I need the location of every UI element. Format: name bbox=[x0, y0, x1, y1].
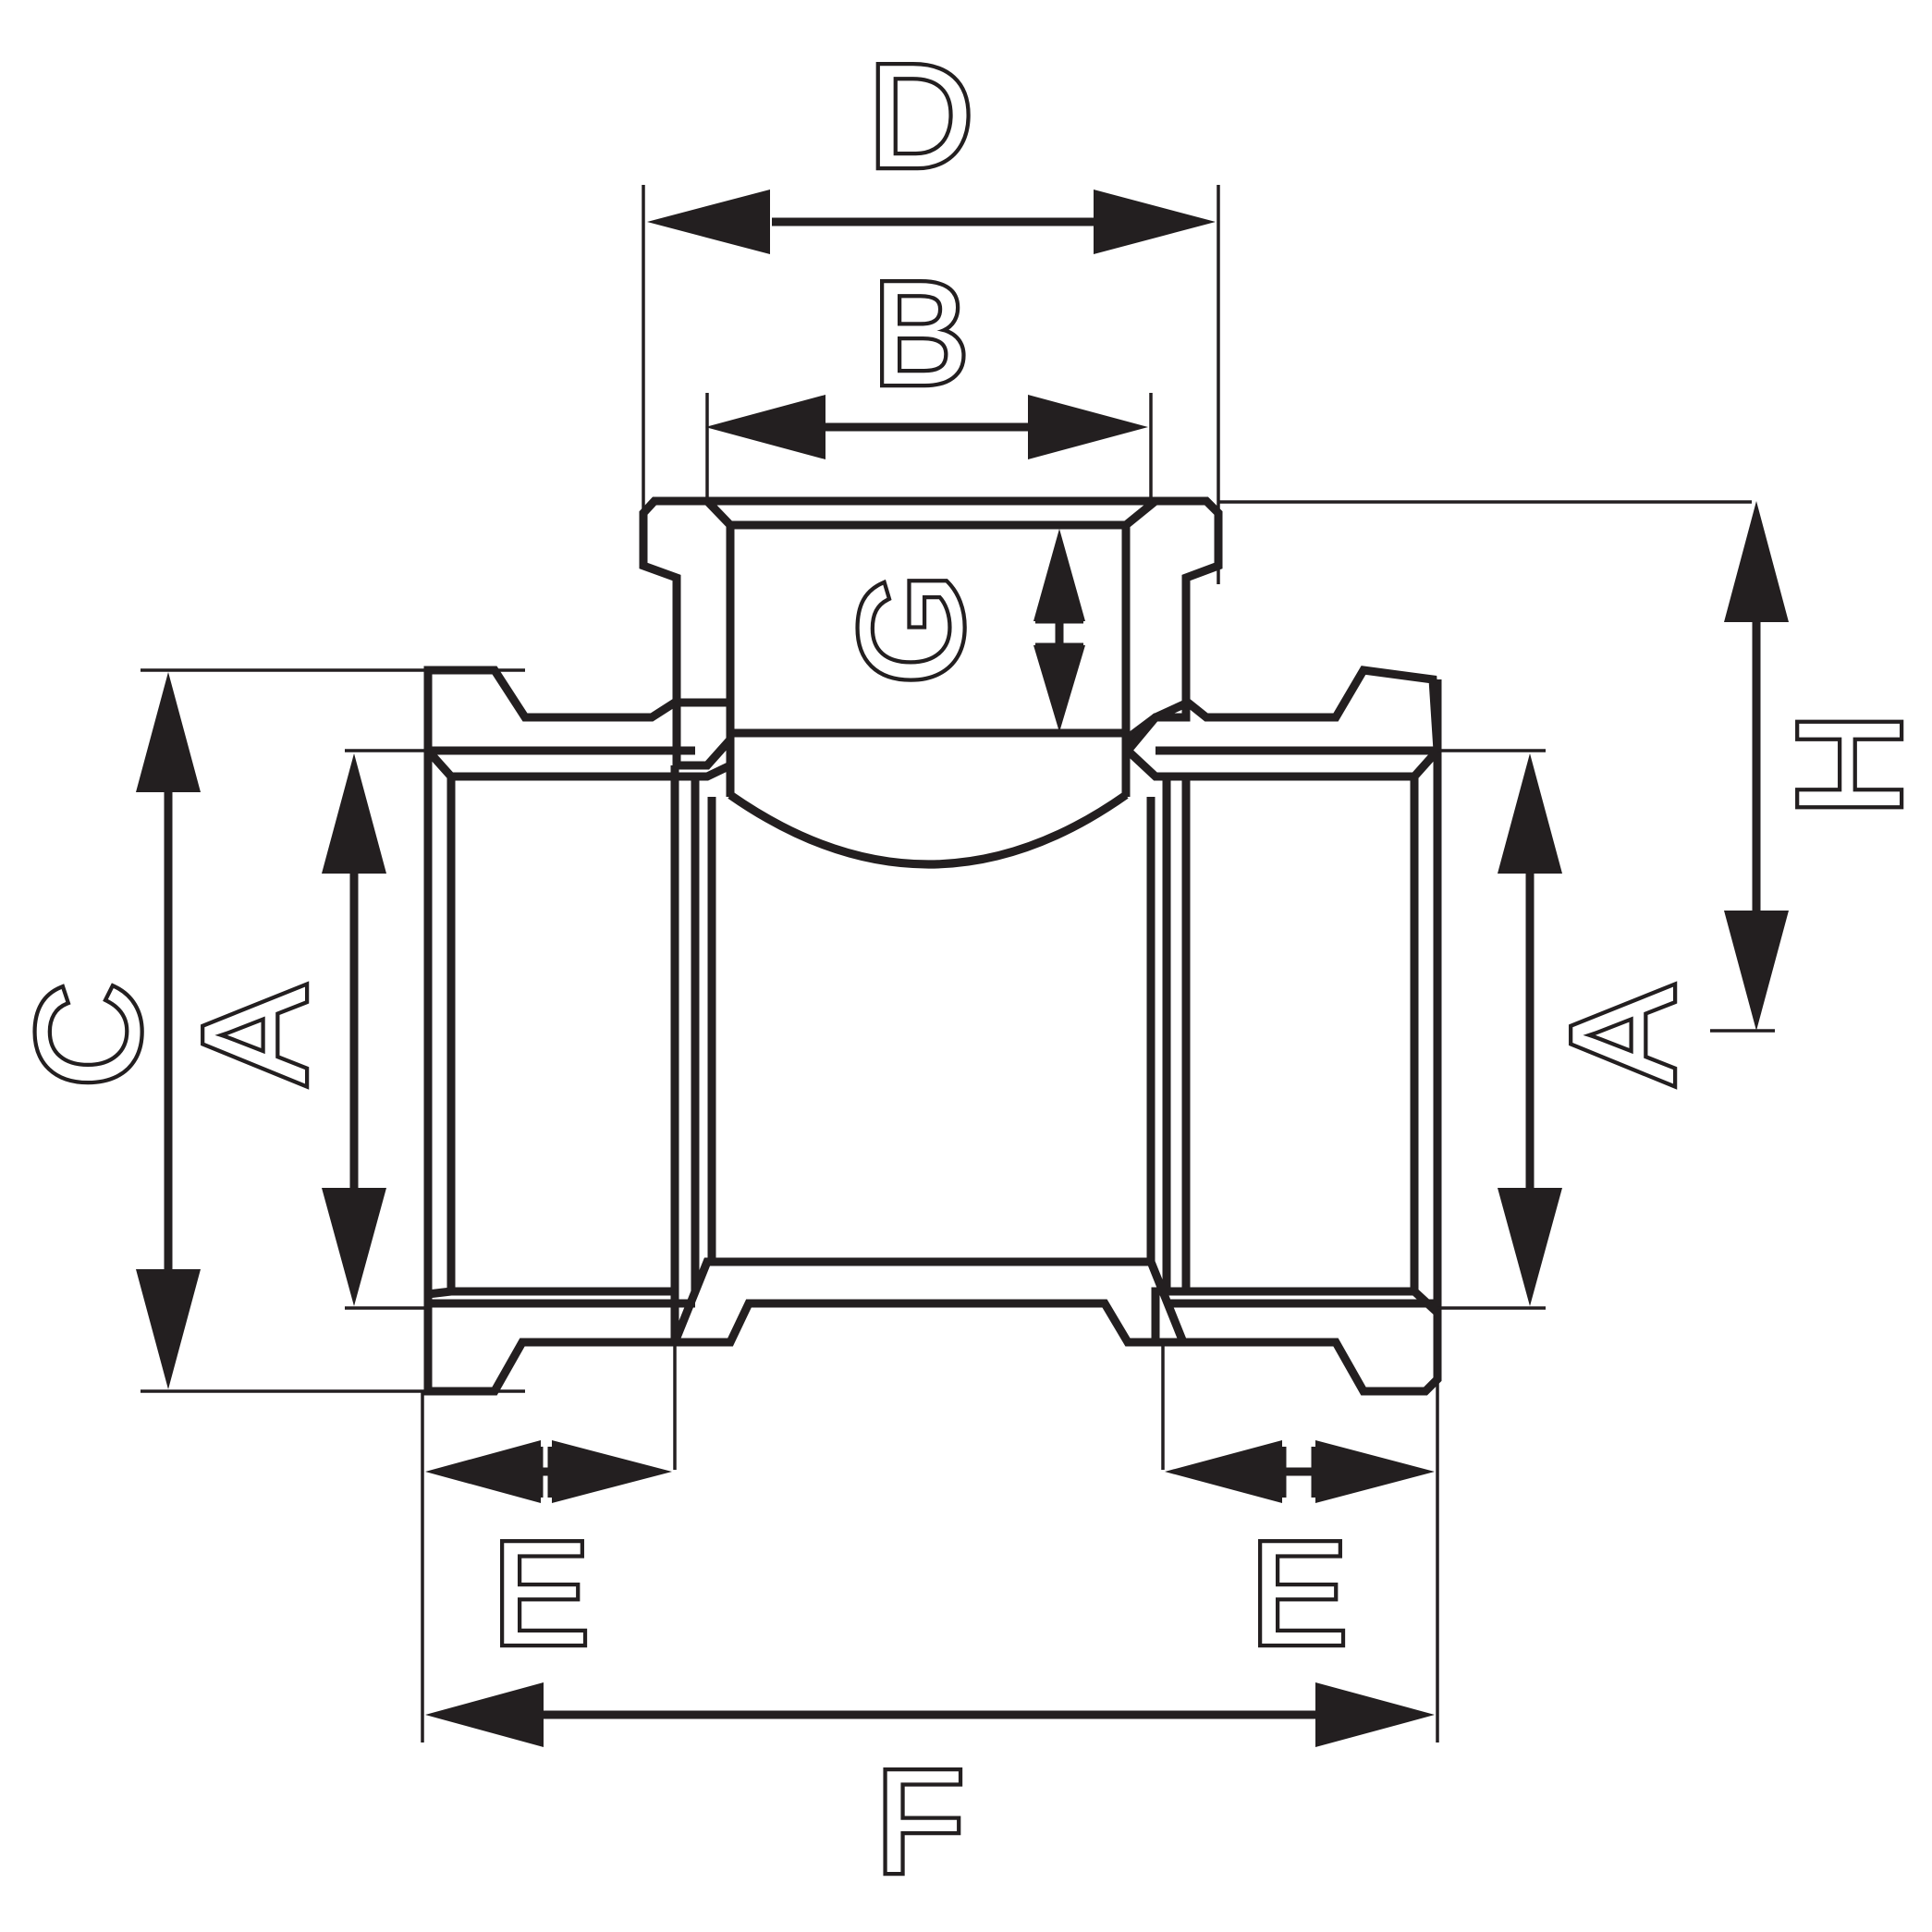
top-right-wall-section bbox=[1121, 496, 1223, 748]
arrow-e-left-right bbox=[552, 1440, 672, 1503]
arrow-b-left bbox=[705, 395, 825, 459]
arrow-e-right-left bbox=[1165, 1440, 1282, 1503]
label-h: H bbox=[1768, 712, 1931, 817]
bottom-wall-section bbox=[668, 1257, 1190, 1347]
bore-intersection-curve bbox=[728, 791, 1129, 869]
fitting-body bbox=[423, 496, 1442, 1396]
top-left-wall-section bbox=[639, 496, 735, 770]
arrow-e-left-left bbox=[425, 1440, 541, 1503]
arrow-a-left-down bbox=[322, 1188, 386, 1306]
extension-lines bbox=[141, 185, 1775, 1742]
left-upper-wall-section bbox=[423, 666, 735, 781]
right-upper-wall-section bbox=[1121, 666, 1442, 781]
dimension-e-right bbox=[1165, 1440, 1435, 1503]
arrow-d-left bbox=[647, 190, 770, 254]
dimension-g bbox=[1033, 529, 1085, 732]
arrow-f-left bbox=[425, 1682, 544, 1747]
arrow-a-right-down bbox=[1498, 1188, 1562, 1306]
dimension-labels: D B G H C A A E E F bbox=[4, 31, 1932, 1908]
dimension-e-left bbox=[425, 1440, 672, 1503]
arrow-g-down bbox=[1033, 645, 1085, 732]
label-d: D bbox=[868, 35, 973, 198]
arrow-b-right bbox=[1028, 395, 1148, 459]
body-outline bbox=[423, 496, 1442, 1391]
arrow-a-right-up bbox=[1498, 753, 1562, 874]
arrow-g-up bbox=[1033, 529, 1085, 621]
dimension-f bbox=[425, 1682, 1435, 1747]
label-c: C bbox=[7, 983, 170, 1088]
label-f: F bbox=[875, 1741, 965, 1903]
label-a-right: A bbox=[1542, 986, 1705, 1084]
arrow-d-right bbox=[1094, 190, 1216, 254]
dimension-a-right bbox=[1498, 753, 1562, 1306]
arrow-a-left-up bbox=[322, 753, 386, 874]
label-e-left: E bbox=[492, 1512, 589, 1675]
dimension-h bbox=[1724, 501, 1789, 1031]
arrow-h-up bbox=[1724, 501, 1789, 622]
label-b: B bbox=[872, 252, 969, 415]
dimension-b bbox=[705, 395, 1148, 459]
arrow-h-down bbox=[1724, 911, 1789, 1031]
dimension-d bbox=[647, 190, 1216, 254]
arrow-c-up bbox=[136, 672, 201, 792]
arrow-e-right-right bbox=[1315, 1440, 1435, 1503]
arrow-c-down bbox=[136, 1269, 201, 1389]
dimension-c bbox=[136, 672, 201, 1389]
label-g: G bbox=[830, 572, 993, 686]
arrow-f-right bbox=[1315, 1682, 1435, 1747]
label-a-left: A bbox=[174, 986, 336, 1084]
dimension-a-left bbox=[322, 753, 386, 1306]
label-e-right: E bbox=[1250, 1512, 1347, 1675]
right-lower-wall-section bbox=[1151, 1287, 1442, 1396]
